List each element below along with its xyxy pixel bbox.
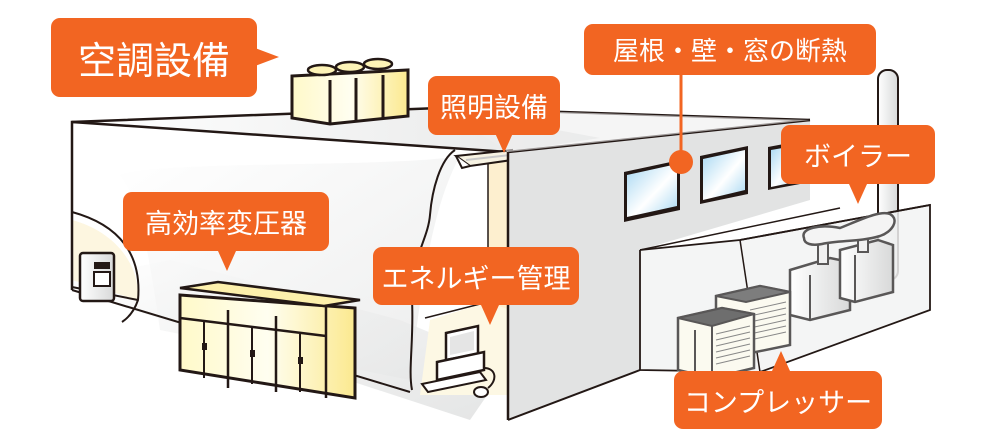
label-compressor: コンプレッサー (674, 351, 882, 429)
window (700, 146, 748, 204)
compressor-unit (676, 306, 756, 380)
label-transformer: 高効率変圧器 (123, 192, 329, 271)
window (624, 160, 680, 222)
label-pointer (218, 251, 236, 271)
transformer-cabinets (178, 280, 361, 400)
label-compressor-text: コンプレッサー (683, 387, 873, 419)
label-lighting-text: 照明設備 (440, 93, 548, 124)
label-transformer-text: 高効率変圧器 (145, 209, 307, 240)
label-insulation-text: 屋根・壁・窓の断熱 (612, 37, 847, 67)
air-conditioning-unit (290, 57, 410, 126)
label-energy-management-text: エネルギー管理 (381, 263, 571, 295)
label-pointer (481, 305, 499, 325)
label-boiler-text: ボイラー (804, 142, 912, 173)
label-air-conditioning-text: 空調設備 (77, 39, 230, 83)
label-pointer (255, 48, 279, 66)
label-pointer (772, 351, 790, 371)
label-lighting: 照明設備 (428, 76, 560, 153)
compressor-units (676, 284, 792, 380)
label-pointer (495, 133, 513, 153)
label-insulation: 屋根・壁・窓の断熱 (584, 24, 876, 75)
wall-meter (78, 251, 116, 303)
label-energy-management: エネルギー管理 (373, 247, 579, 325)
lighting-fixture (453, 148, 513, 170)
label-boiler: ボイラー (781, 125, 935, 204)
computer-terminal (420, 324, 496, 398)
boiler-units (788, 211, 896, 322)
insulation-pointer (669, 70, 693, 174)
label-pointer (849, 184, 867, 204)
label-air-conditioning: 空調設備 (51, 18, 279, 97)
